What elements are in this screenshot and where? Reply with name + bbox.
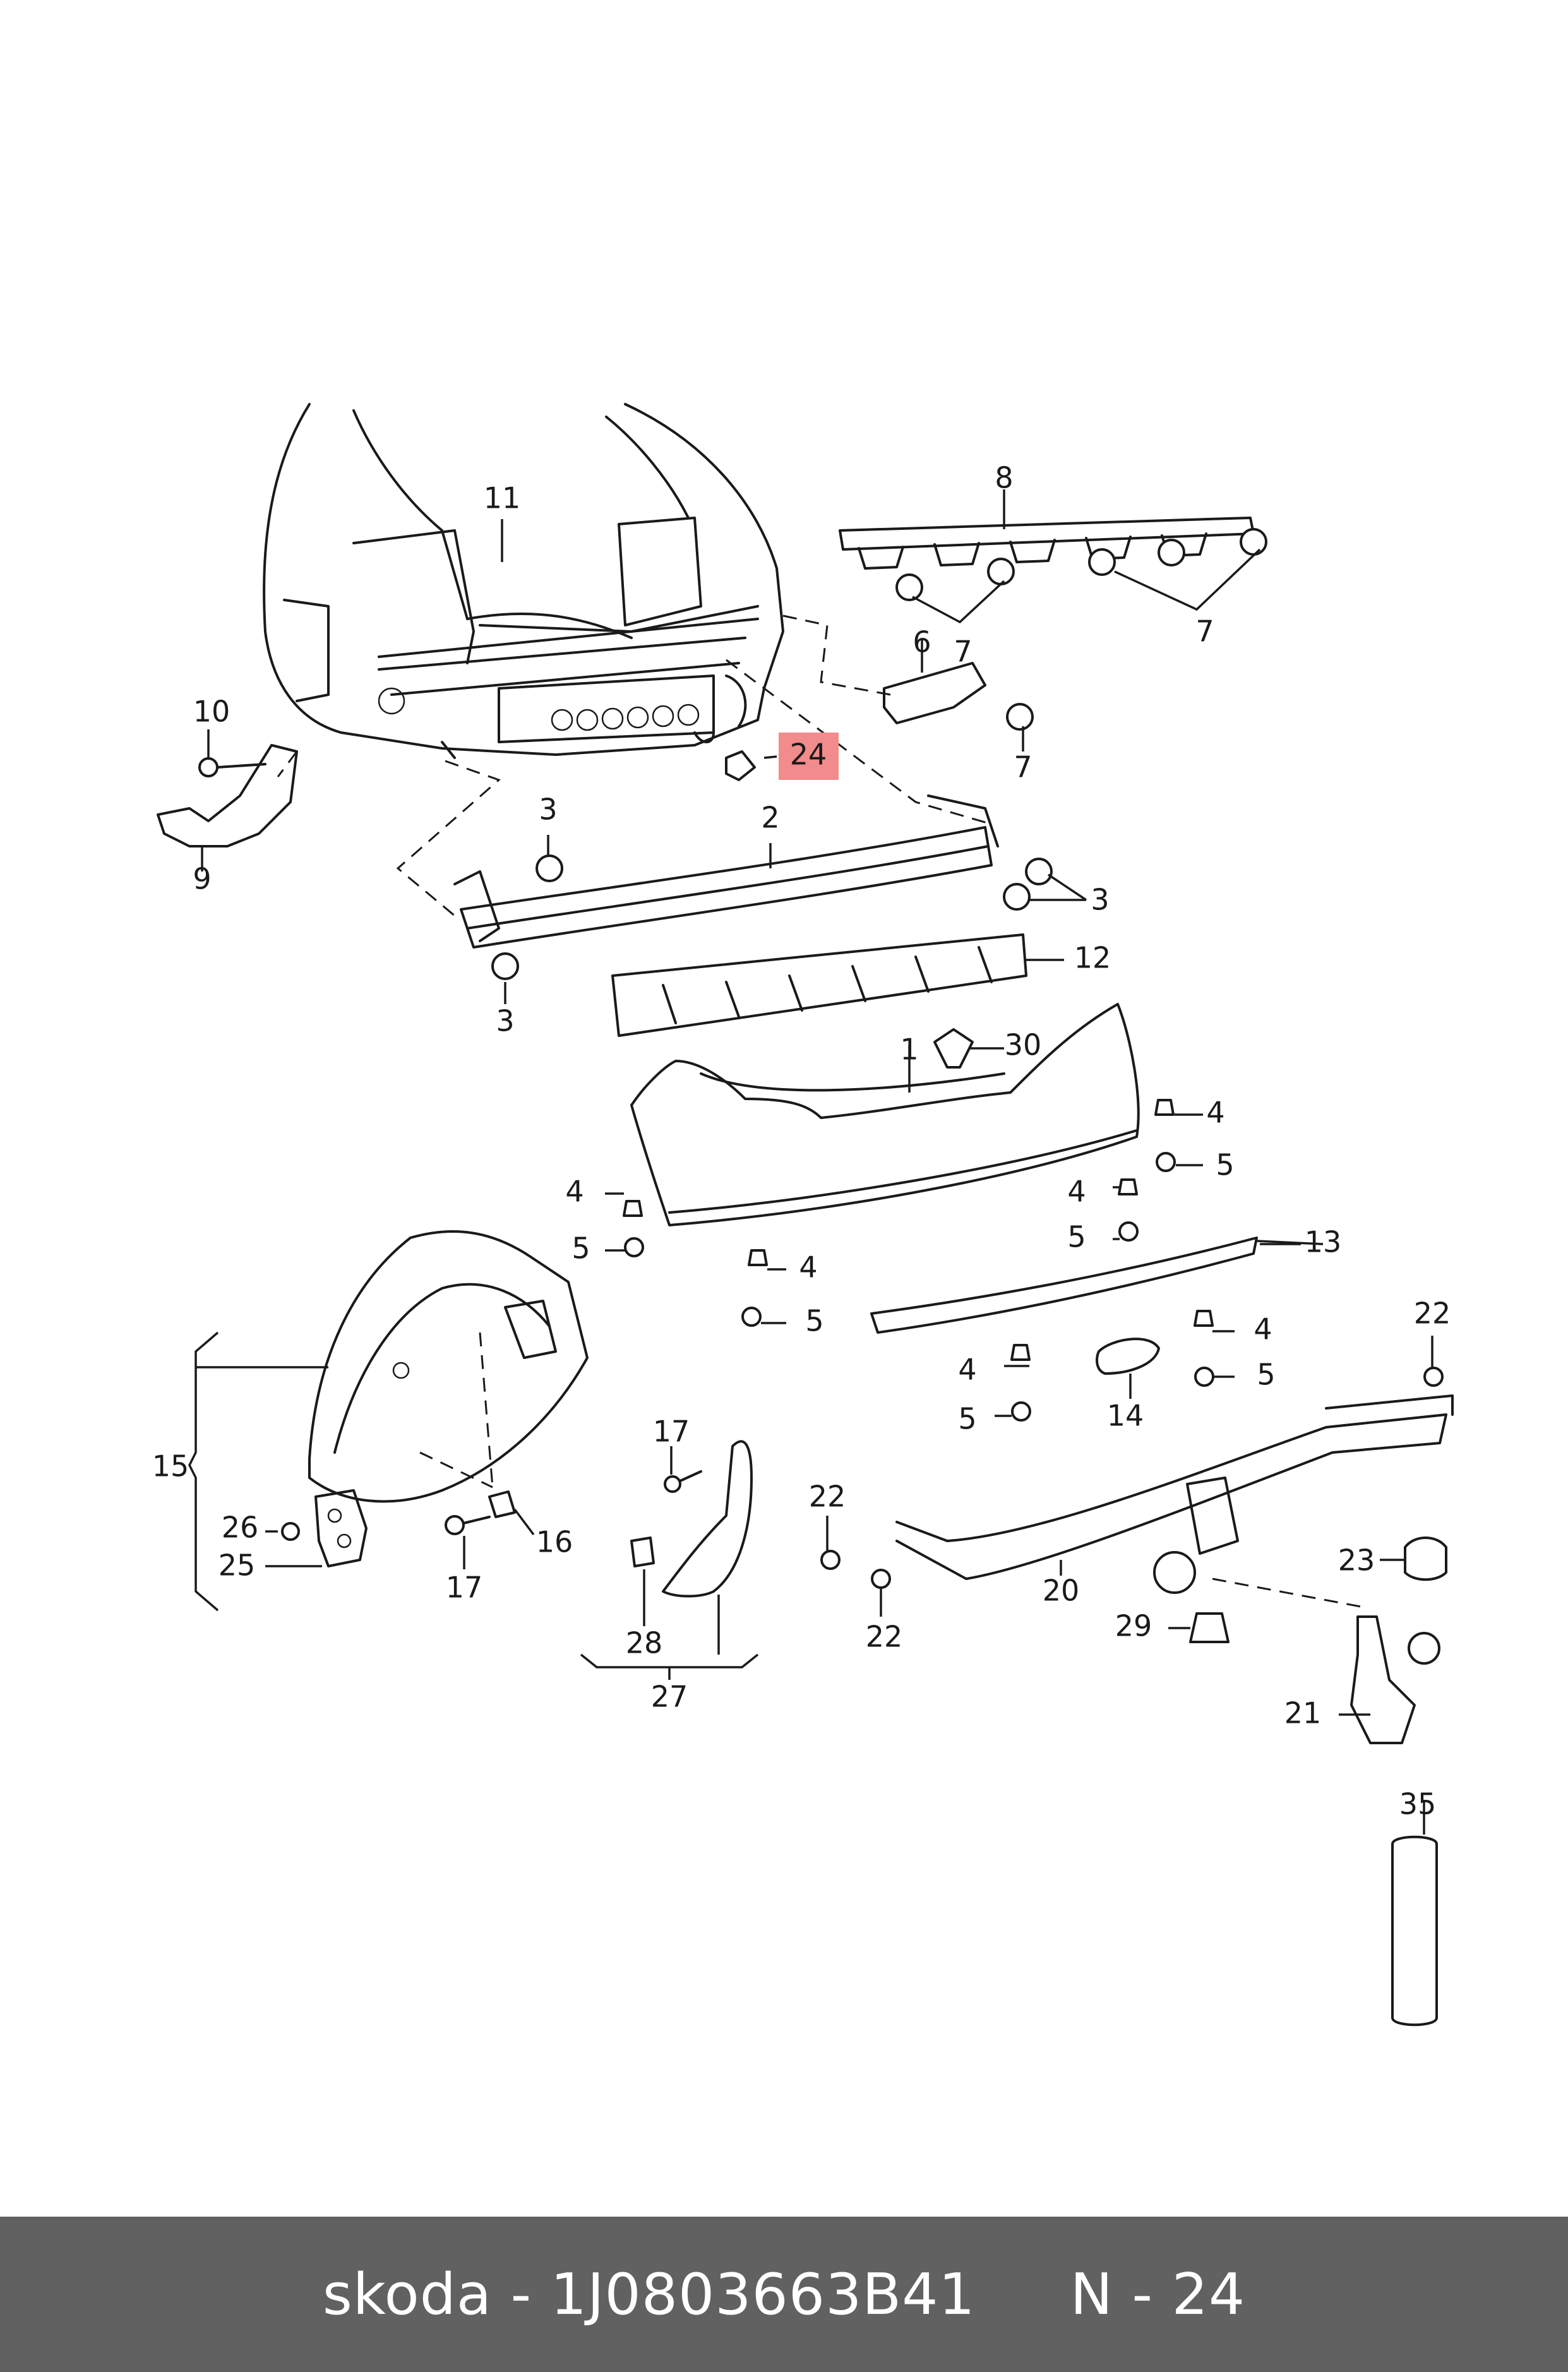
callout-23: 23 bbox=[1338, 1543, 1375, 1578]
callout-4a: 4 bbox=[1206, 1096, 1224, 1130]
bumper-cover bbox=[630, 1003, 1140, 1226]
callout-13: 13 bbox=[1305, 1225, 1342, 1259]
callout-3b: 3 bbox=[1091, 883, 1109, 917]
callout-10: 10 bbox=[193, 695, 230, 729]
callout-28: 28 bbox=[626, 1626, 663, 1660]
callout-2: 2 bbox=[761, 801, 779, 835]
bracket-25 bbox=[314, 1489, 368, 1567]
callout-12: 12 bbox=[1074, 941, 1111, 975]
callouts: 11 8 6 7 7 7 10 9 24 3 2 3 3 12 1 30 4 5… bbox=[152, 461, 1451, 1821]
reference-label: N - 24 bbox=[1070, 2261, 1246, 2328]
callout-4d: 4 bbox=[799, 1250, 817, 1285]
callout-5f: 5 bbox=[958, 1402, 976, 1436]
callout-7a: 7 bbox=[954, 635, 972, 669]
callout-26: 26 bbox=[222, 1511, 259, 1545]
cover-cap bbox=[1096, 1338, 1160, 1375]
guide-bracket-long bbox=[839, 517, 1255, 570]
separator-space bbox=[532, 2261, 551, 2328]
part-number: 1J0803663B41 bbox=[550, 2261, 976, 2328]
callout-7c: 7 bbox=[1014, 750, 1032, 784]
callout-14: 14 bbox=[1107, 1399, 1144, 1433]
callout-21: 21 bbox=[1284, 1696, 1322, 1730]
callout-9: 9 bbox=[193, 862, 211, 896]
leader-lines bbox=[188, 489, 1433, 1835]
callout-4e: 4 bbox=[1254, 1312, 1272, 1346]
callout-3c: 3 bbox=[496, 1004, 514, 1038]
highlight-24 bbox=[779, 733, 839, 780]
side-bracket bbox=[157, 744, 298, 848]
callout-17b: 17 bbox=[446, 1571, 483, 1605]
callout-24: 24 bbox=[790, 738, 827, 772]
callout-15: 15 bbox=[152, 1449, 189, 1483]
screw-17-liner bbox=[445, 1515, 491, 1535]
nuts-3 bbox=[491, 854, 1053, 980]
callout-6: 6 bbox=[913, 625, 931, 659]
expansion-nut-16 bbox=[488, 1490, 516, 1518]
callout-22c: 22 bbox=[866, 1620, 903, 1654]
parts-diagram: 11 8 6 7 7 7 10 9 24 3 2 3 3 12 1 30 4 5… bbox=[152, 403, 1454, 2027]
energy-absorber bbox=[611, 933, 1027, 1037]
callout-3a: 3 bbox=[539, 793, 557, 827]
callout-4f: 4 bbox=[958, 1353, 976, 1387]
tow-ball bbox=[1350, 1615, 1440, 1744]
nuts-7-row bbox=[895, 528, 1267, 731]
callout-7b: 7 bbox=[1195, 614, 1214, 649]
callout-1: 1 bbox=[900, 1033, 918, 1067]
callout-35: 35 bbox=[1399, 1787, 1437, 1821]
cap-29 bbox=[1189, 1612, 1230, 1643]
fasteners-4 bbox=[623, 1099, 1214, 1361]
rear-body-shell bbox=[263, 403, 784, 759]
callout-17a: 17 bbox=[653, 1415, 690, 1449]
callout-5d: 5 bbox=[805, 1304, 823, 1338]
callout-4c: 4 bbox=[1067, 1175, 1086, 1209]
bolts-22 bbox=[820, 1367, 1444, 1589]
callout-5b: 5 bbox=[572, 1231, 590, 1266]
callout-29: 29 bbox=[1115, 1609, 1152, 1643]
clip-30 bbox=[933, 1028, 974, 1069]
callout-22b: 22 bbox=[809, 1480, 846, 1514]
callout-16: 16 bbox=[536, 1525, 573, 1559]
callout-22a: 22 bbox=[1414, 1297, 1451, 1331]
callout-8: 8 bbox=[995, 461, 1013, 495]
callout-5e: 5 bbox=[1257, 1358, 1275, 1392]
bolt-10 bbox=[198, 757, 266, 777]
sealant-35 bbox=[1391, 1835, 1438, 2027]
nut-26 bbox=[281, 1522, 300, 1541]
callout-20: 20 bbox=[1043, 1574, 1080, 1608]
wheel-housing-liner bbox=[308, 1230, 589, 1503]
cap-23 bbox=[1404, 1536, 1447, 1581]
assembly-lines bbox=[277, 614, 1365, 1608]
separator-dash: - bbox=[510, 2261, 532, 2328]
brand-name: skoda bbox=[322, 2261, 492, 2328]
callout-30: 30 bbox=[1005, 1028, 1042, 1062]
guide-bracket-short bbox=[883, 662, 986, 724]
towbar bbox=[895, 1394, 1454, 1594]
trim-strip bbox=[870, 1237, 1258, 1334]
footer-caption: skoda - 1J0803663B41 N - 24 bbox=[0, 2217, 1568, 2372]
separator bbox=[492, 2261, 511, 2328]
mudflap bbox=[662, 1440, 753, 1598]
clip-28 bbox=[630, 1536, 655, 1567]
callout-4b: 4 bbox=[565, 1175, 584, 1209]
callout-27: 27 bbox=[651, 1680, 688, 1714]
callout-25: 25 bbox=[218, 1548, 256, 1583]
screws-5 bbox=[624, 1152, 1214, 1422]
callout-5a: 5 bbox=[1216, 1148, 1234, 1182]
clip-24 bbox=[725, 750, 756, 781]
screw-17-mudflap bbox=[664, 1470, 702, 1493]
callout-5c: 5 bbox=[1067, 1220, 1086, 1254]
callout-11: 11 bbox=[484, 481, 521, 515]
bumper-reinforcement bbox=[453, 794, 999, 949]
